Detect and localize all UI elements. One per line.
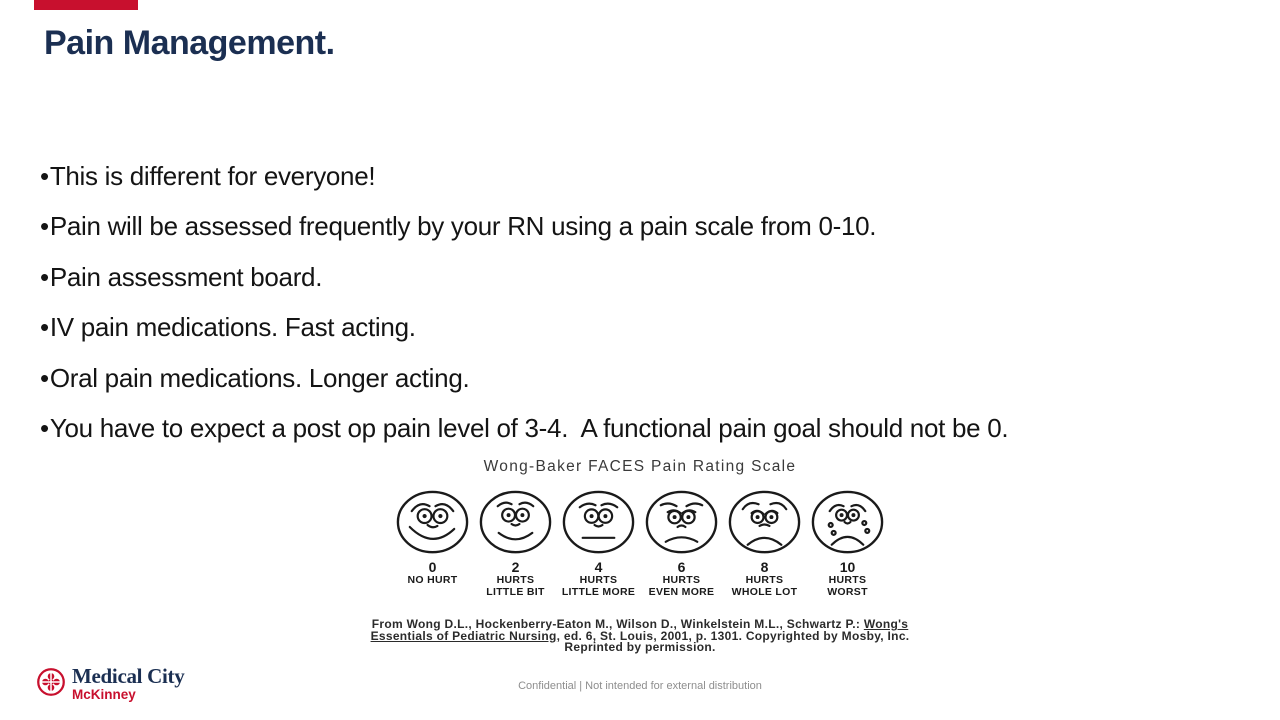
face-label: EVEN MORE xyxy=(648,585,715,598)
bullet-text: This is different for everyone! xyxy=(49,161,376,191)
bullet-item: •Pain will be assessed frequently by you… xyxy=(40,201,1260,251)
face-label: HURTS xyxy=(828,574,867,586)
pain-face-6: 6 HURTS EVEN MORE xyxy=(640,489,723,598)
bullet-text: Pain will be assessed frequently by your… xyxy=(49,211,877,242)
bullet-text: Pain assessment board. xyxy=(49,261,323,292)
face-label: LITTLE MORE xyxy=(561,585,636,598)
bullet-marker: • xyxy=(40,312,49,343)
logo-brand: Medical City xyxy=(72,664,185,688)
face-hurts-little-more-icon xyxy=(562,490,635,554)
face-label: NO HURT xyxy=(407,574,458,586)
pain-scale-title: Wong-Baker FACES Pain Rating Scale xyxy=(483,458,797,475)
face-value: 10 xyxy=(839,559,856,575)
medical-city-logo: Medical City McKinney xyxy=(36,664,185,702)
bullet-marker: • xyxy=(40,362,49,393)
citation-line-2: Essentials of Pediatric Nursing, ed. 6, … xyxy=(370,628,910,643)
bullet-item: •Pain assessment board. xyxy=(40,252,1260,302)
citation-line-1: From Wong D.L., Hockenberry-Eaton M., Wi… xyxy=(371,617,909,631)
bullet-marker: • xyxy=(40,261,49,292)
face-hurts-worst-icon xyxy=(811,490,884,554)
face-value: 2 xyxy=(511,559,520,575)
face-label: HURTS xyxy=(745,574,784,586)
citation-line-3: Reprinted by permission. xyxy=(564,640,716,654)
face-value: 4 xyxy=(594,559,603,575)
bullet-marker: • xyxy=(40,211,49,242)
citation-underlined-title: Wong's xyxy=(863,617,909,631)
logo-location: McKinney xyxy=(72,687,136,702)
wong-baker-scale-figure: Wong-Baker FACES Pain Rating Scale 0 NO … xyxy=(0,458,1280,654)
face-label: HURTS xyxy=(579,574,618,586)
pain-face-2: 2 HURTS LITTLE BIT xyxy=(474,489,557,598)
face-value: 8 xyxy=(760,559,769,575)
citation: From Wong D.L., Hockenberry-Eaton M., Wi… xyxy=(370,617,910,654)
bullet-item: •You have to expect a post op pain level… xyxy=(40,403,1260,453)
bullet-item: •Oral pain medications. Longer acting. xyxy=(40,353,1260,403)
page-title: Pain Management. xyxy=(44,24,335,62)
face-label: HURTS xyxy=(496,574,535,586)
face-hurts-even-more-icon xyxy=(645,490,718,554)
face-hurts-whole-lot-icon xyxy=(728,490,801,554)
faces-row: 0 NO HURT 2 HURTS LITTLE BI xyxy=(391,489,889,598)
face-label: WHOLE LOT xyxy=(731,585,798,598)
bullet-marker: • xyxy=(40,161,49,191)
bullet-text: IV pain medications. Fast acting. xyxy=(49,312,416,343)
bullet-text: Oral pain medications. Longer acting. xyxy=(49,362,470,393)
bullet-item: •IV pain medications. Fast acting. xyxy=(40,302,1260,352)
bullet-text: You have to expect a post op pain level … xyxy=(49,413,1009,444)
accent-bar xyxy=(34,0,138,10)
citation-underlined-title: Essentials of Pediatric Nursing xyxy=(370,628,557,643)
face-label: LITTLE BIT xyxy=(486,585,545,598)
pain-face-4: 4 HURTS LITTLE MORE xyxy=(557,489,640,598)
pain-face-10: 10 HURTS WORST xyxy=(806,489,889,598)
bullet-marker: • xyxy=(40,413,49,444)
pain-face-0: 0 NO HURT xyxy=(391,489,474,598)
confidentiality-notice: Confidential | Not intended for external… xyxy=(518,680,762,692)
medical-city-cross-icon xyxy=(37,668,65,696)
pain-face-8: 8 HURTS WHOLE LOT xyxy=(723,489,806,598)
face-no-hurt-icon xyxy=(396,490,469,554)
bullet-list: •This is different for everyone! •Pain w… xyxy=(40,151,1260,453)
face-value: 0 xyxy=(428,559,437,575)
face-hurts-little-bit-icon xyxy=(479,490,552,554)
face-label: WORST xyxy=(827,585,868,598)
logo-text: Medical City McKinney xyxy=(72,664,185,702)
face-label: HURTS xyxy=(662,574,701,586)
bullet-item: •This is different for everyone! xyxy=(40,151,1260,201)
face-value: 6 xyxy=(677,559,686,575)
